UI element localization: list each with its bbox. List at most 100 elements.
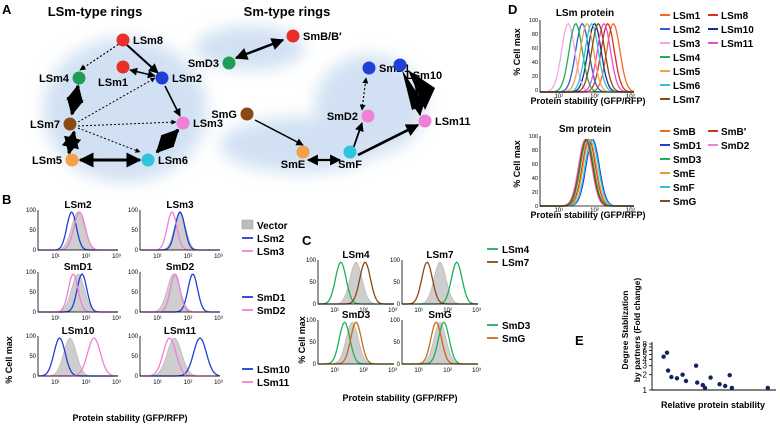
legend-b2-label-smd2: SmD2 <box>257 306 286 317</box>
legend-d-top-label-lsm7: LSm7 <box>673 95 701 106</box>
panel-c-hist-lsm4 <box>317 260 394 305</box>
node-label-lsm6: LSm6 <box>158 155 188 167</box>
panel-c-hist-lsm7-ytick-0: 100 <box>390 258 401 264</box>
panel-d-bottom-y-label: % Cell max <box>512 140 522 188</box>
panel-b-hist-smd2-ytick-2: 0 <box>135 310 139 316</box>
panel-c-hist-smg <box>401 320 478 365</box>
panel-c-hist-smd3-curve-0 <box>318 321 394 365</box>
panel-d-bottom-hist-curve-3 <box>540 138 634 207</box>
panel-c-hist-smg-xtick-0: 10¹ <box>414 368 423 374</box>
panel-e-point-5 <box>680 372 685 377</box>
sm-edges <box>234 38 435 166</box>
panel-d-top-ytick-1: 80 <box>532 32 538 38</box>
panel-d-top-hist-axes <box>539 20 634 93</box>
node-label-lsm1: LSm1 <box>98 77 128 89</box>
panel-b-hist-smd1 <box>37 272 118 313</box>
panel-d-bottom-hist-curve-2 <box>540 139 634 207</box>
panel-b-hist-lsm2-ytick-2: 0 <box>33 248 37 254</box>
legend-d-bottom-label-smb: SmB <box>673 127 696 138</box>
panel-b-hist-lsm11-axes <box>139 336 220 377</box>
legend-d-top-label-lsm4: LSm4 <box>673 53 701 64</box>
panel-c-hist-lsm4-xtick-0: 10¹ <box>330 308 339 314</box>
panel-c-hist-lsm7-xtick-1: 10² <box>443 308 452 314</box>
panel-c-title-smd3: SmD3 <box>342 310 371 321</box>
node-label-lsm3: LSm3 <box>193 118 223 130</box>
node-sme <box>296 145 310 159</box>
panel-e-point-4 <box>674 376 680 381</box>
panel-b-hist-lsm10-xtick-2: 10³ <box>112 380 121 386</box>
panel-c-hist-lsm7-xtick-2: 10³ <box>472 308 481 314</box>
panel-e-axes <box>651 342 776 391</box>
legend-d-bottom-label-smg: SmG <box>673 197 697 208</box>
panel-b-title-lsm11: LSm11 <box>164 326 197 337</box>
panel-b-hist-lsm2-xtick-1: 10² <box>82 254 91 260</box>
panel-c-hist-smg-ytick-1: 50 <box>393 340 400 346</box>
panel-b-x-label: Protein stability (GFP/RFP) <box>72 413 187 423</box>
panel-e-point-14 <box>727 373 732 378</box>
panel-d-bottom-xtick-2: 10³ <box>626 208 635 214</box>
panel-b-hist-smd1-xtick-0: 10¹ <box>51 316 60 322</box>
panel-e-ytick-2: 2 <box>643 371 648 380</box>
legend-d-bottom-label-smd3: SmD3 <box>673 155 702 166</box>
panel-e-y-label-line1: Degree Stablization <box>620 291 630 370</box>
legend-d-top-label-lsm5: LSm5 <box>673 67 701 78</box>
panel-c-y-label: % Cell max <box>297 316 307 364</box>
panel-d-bottom-hist-axes <box>539 136 634 207</box>
panel-d-top-ytick-0: 100 <box>529 18 538 24</box>
panel-b-hist-smd2-curve-0 <box>140 273 220 313</box>
panel-c-hist-smd3 <box>317 320 394 365</box>
node-lsm3 <box>176 116 190 130</box>
node-label-lsm2: LSm2 <box>172 73 202 85</box>
panel-b-hist-smd1-xtick-1: 10² <box>82 316 91 322</box>
node-label-smf: SmF <box>338 159 362 171</box>
panel-d-histograms: 10¹10¹10²10²10³10³1001008080606040402020… <box>529 18 635 214</box>
node-lsm10 <box>393 58 407 72</box>
panel-e-point-15 <box>729 385 735 391</box>
panel-d-bottom-hist-curve-4 <box>540 138 634 207</box>
panel-c-hist-lsm7-ytick-2: 0 <box>397 302 401 308</box>
panel-b-hist-lsm10-axes <box>37 336 118 377</box>
node-smd1 <box>362 61 376 75</box>
panel-b-hist-lsm2-ytick-1: 50 <box>29 228 36 234</box>
node-smb-b <box>286 29 300 43</box>
panel-b-hist-lsm10-ytick-1: 50 <box>29 354 36 360</box>
panel-c-hist-smd3-ytick-1: 50 <box>309 340 316 346</box>
panel-d-top-ytick-3: 40 <box>532 60 538 66</box>
lsm-edges <box>61 39 181 168</box>
panel-d-bottom-hist-curve-7 <box>540 139 634 207</box>
panel-e-point-2 <box>665 368 671 373</box>
panel-letter-a: A <box>2 2 12 17</box>
node-label-lsm4: LSm4 <box>39 73 70 85</box>
legend-b3-label-lsm11: LSm11 <box>257 378 290 389</box>
panel-e-point-1 <box>664 350 670 355</box>
panel-b-hist-lsm3-ytick-0: 100 <box>128 208 139 214</box>
legend-d-top-label-lsm10: LSm10 <box>721 25 754 36</box>
panel-d-top-xtick-0: 10¹ <box>554 94 563 100</box>
node-smf <box>343 145 357 159</box>
panel-b-hist-smd1-ytick-2: 0 <box>33 310 37 316</box>
node-label-lsm11: LSm11 <box>435 116 470 128</box>
panel-b-hist-lsm3-axes <box>139 210 220 251</box>
panel-d-bottom-x-label: Protein stability (GFP/RFP) <box>530 210 645 220</box>
lsm-protein-title: LSm protein <box>556 8 614 19</box>
node-label-smd2: SmD2 <box>327 111 358 123</box>
panel-e-ytick-6: 6 <box>643 346 648 355</box>
panel-d-top-ytick-2: 60 <box>532 46 538 52</box>
panel-b-hist-smd2-xtick-2: 10³ <box>214 316 223 322</box>
panel-b-hist-smd2-xtick-1: 10² <box>184 316 193 322</box>
panel-b-hist-lsm10-xtick-0: 10¹ <box>51 380 60 386</box>
panel-d-bottom-hist-curve-0 <box>540 138 634 207</box>
legend-c1-label-lsm7: LSm7 <box>502 258 530 269</box>
panel-b-hist-lsm3-xtick-0: 10¹ <box>153 254 162 260</box>
node-lsm5 <box>65 153 79 167</box>
legend-b1-label-vector: Vector <box>257 221 288 232</box>
panel-b-hist-lsm11-ytick-2: 0 <box>135 374 139 380</box>
panel-b-hist-lsm2-axes <box>37 210 118 251</box>
panel-b-hist-lsm2-xtick-0: 10¹ <box>51 254 60 260</box>
panel-b-hist-lsm3-ytick-1: 50 <box>131 228 138 234</box>
legend-d-bottom-label-smb: SmB′ <box>721 127 747 138</box>
